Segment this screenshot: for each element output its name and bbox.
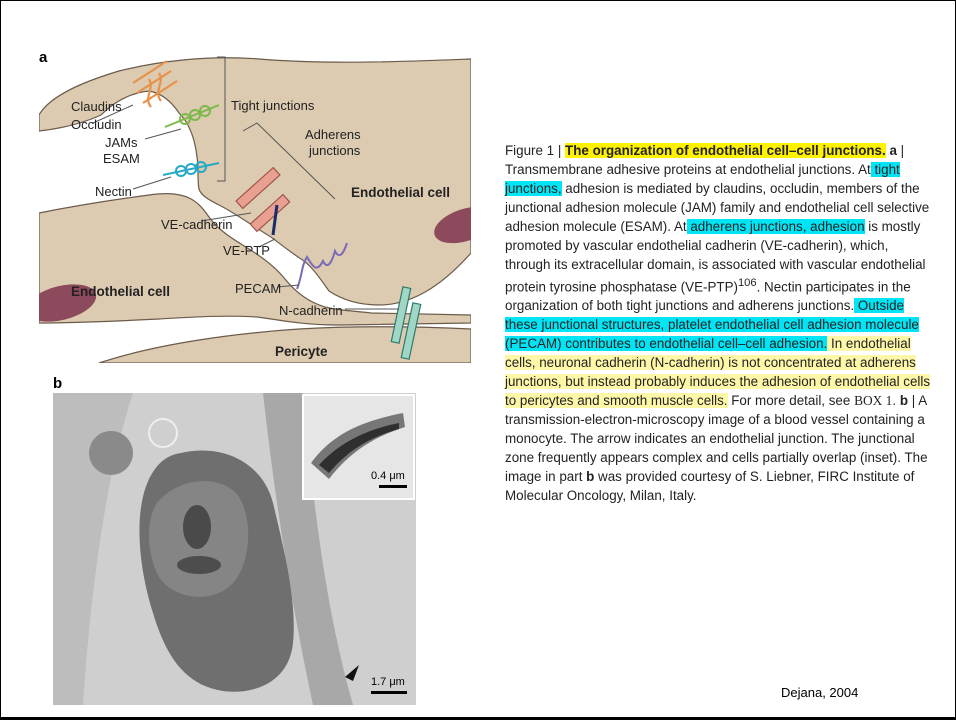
- label-ve-cadherin: VE-cadherin: [161, 217, 233, 232]
- scale-bar-main-label: 1.7 μm: [371, 676, 405, 688]
- label-tight-junctions: Tight junctions: [231, 98, 315, 113]
- caption-text: .: [892, 393, 899, 408]
- label-occludin: Occludin: [71, 117, 122, 132]
- label-junctions: junctions: [308, 143, 361, 158]
- caption-part-a: a: [889, 143, 896, 158]
- label-adherens: Adherens: [305, 127, 361, 142]
- label-claudins: Claudins: [71, 99, 122, 114]
- panel-b-label: b: [53, 375, 62, 392]
- small-cell: [89, 431, 133, 475]
- caption-text: For more detail, see: [728, 393, 855, 408]
- caption-box-link[interactable]: BOX 1: [854, 393, 892, 408]
- label-jams: JAMs: [105, 135, 138, 150]
- scale-bar-inset-label: 0.4 μm: [371, 470, 405, 482]
- caption-part-b: b: [900, 393, 908, 408]
- label-endothelial-cell-right: Endothelial cell: [351, 185, 450, 200]
- citation: Dejana, 2004: [781, 685, 858, 700]
- label-pericyte: Pericyte: [275, 344, 328, 359]
- figure-caption: Figure 1 | The organization of endotheli…: [505, 141, 937, 505]
- label-ve-ptp: VE-PTP: [223, 243, 270, 258]
- electron-micrograph: 0.4 μm 1.7 μm: [53, 393, 416, 705]
- label-nectin: Nectin: [95, 184, 132, 199]
- junction-diagram: Claudins Occludin JAMs ESAM Nectin VE-ca…: [39, 53, 471, 363]
- label-esam: ESAM: [103, 151, 140, 166]
- caption-highlight-adherens: adherens junctions, adhesion: [687, 219, 865, 234]
- label-n-cadherin: N-cadherin: [279, 303, 343, 318]
- caption-title: The organization of endothelial cell–cel…: [565, 143, 886, 158]
- label-pecam: PECAM: [235, 281, 281, 296]
- label-endothelial-cell-left: Endothelial cell: [71, 284, 170, 299]
- caption-reference: 106: [738, 277, 757, 289]
- caption-lead: Figure 1 |: [505, 143, 565, 158]
